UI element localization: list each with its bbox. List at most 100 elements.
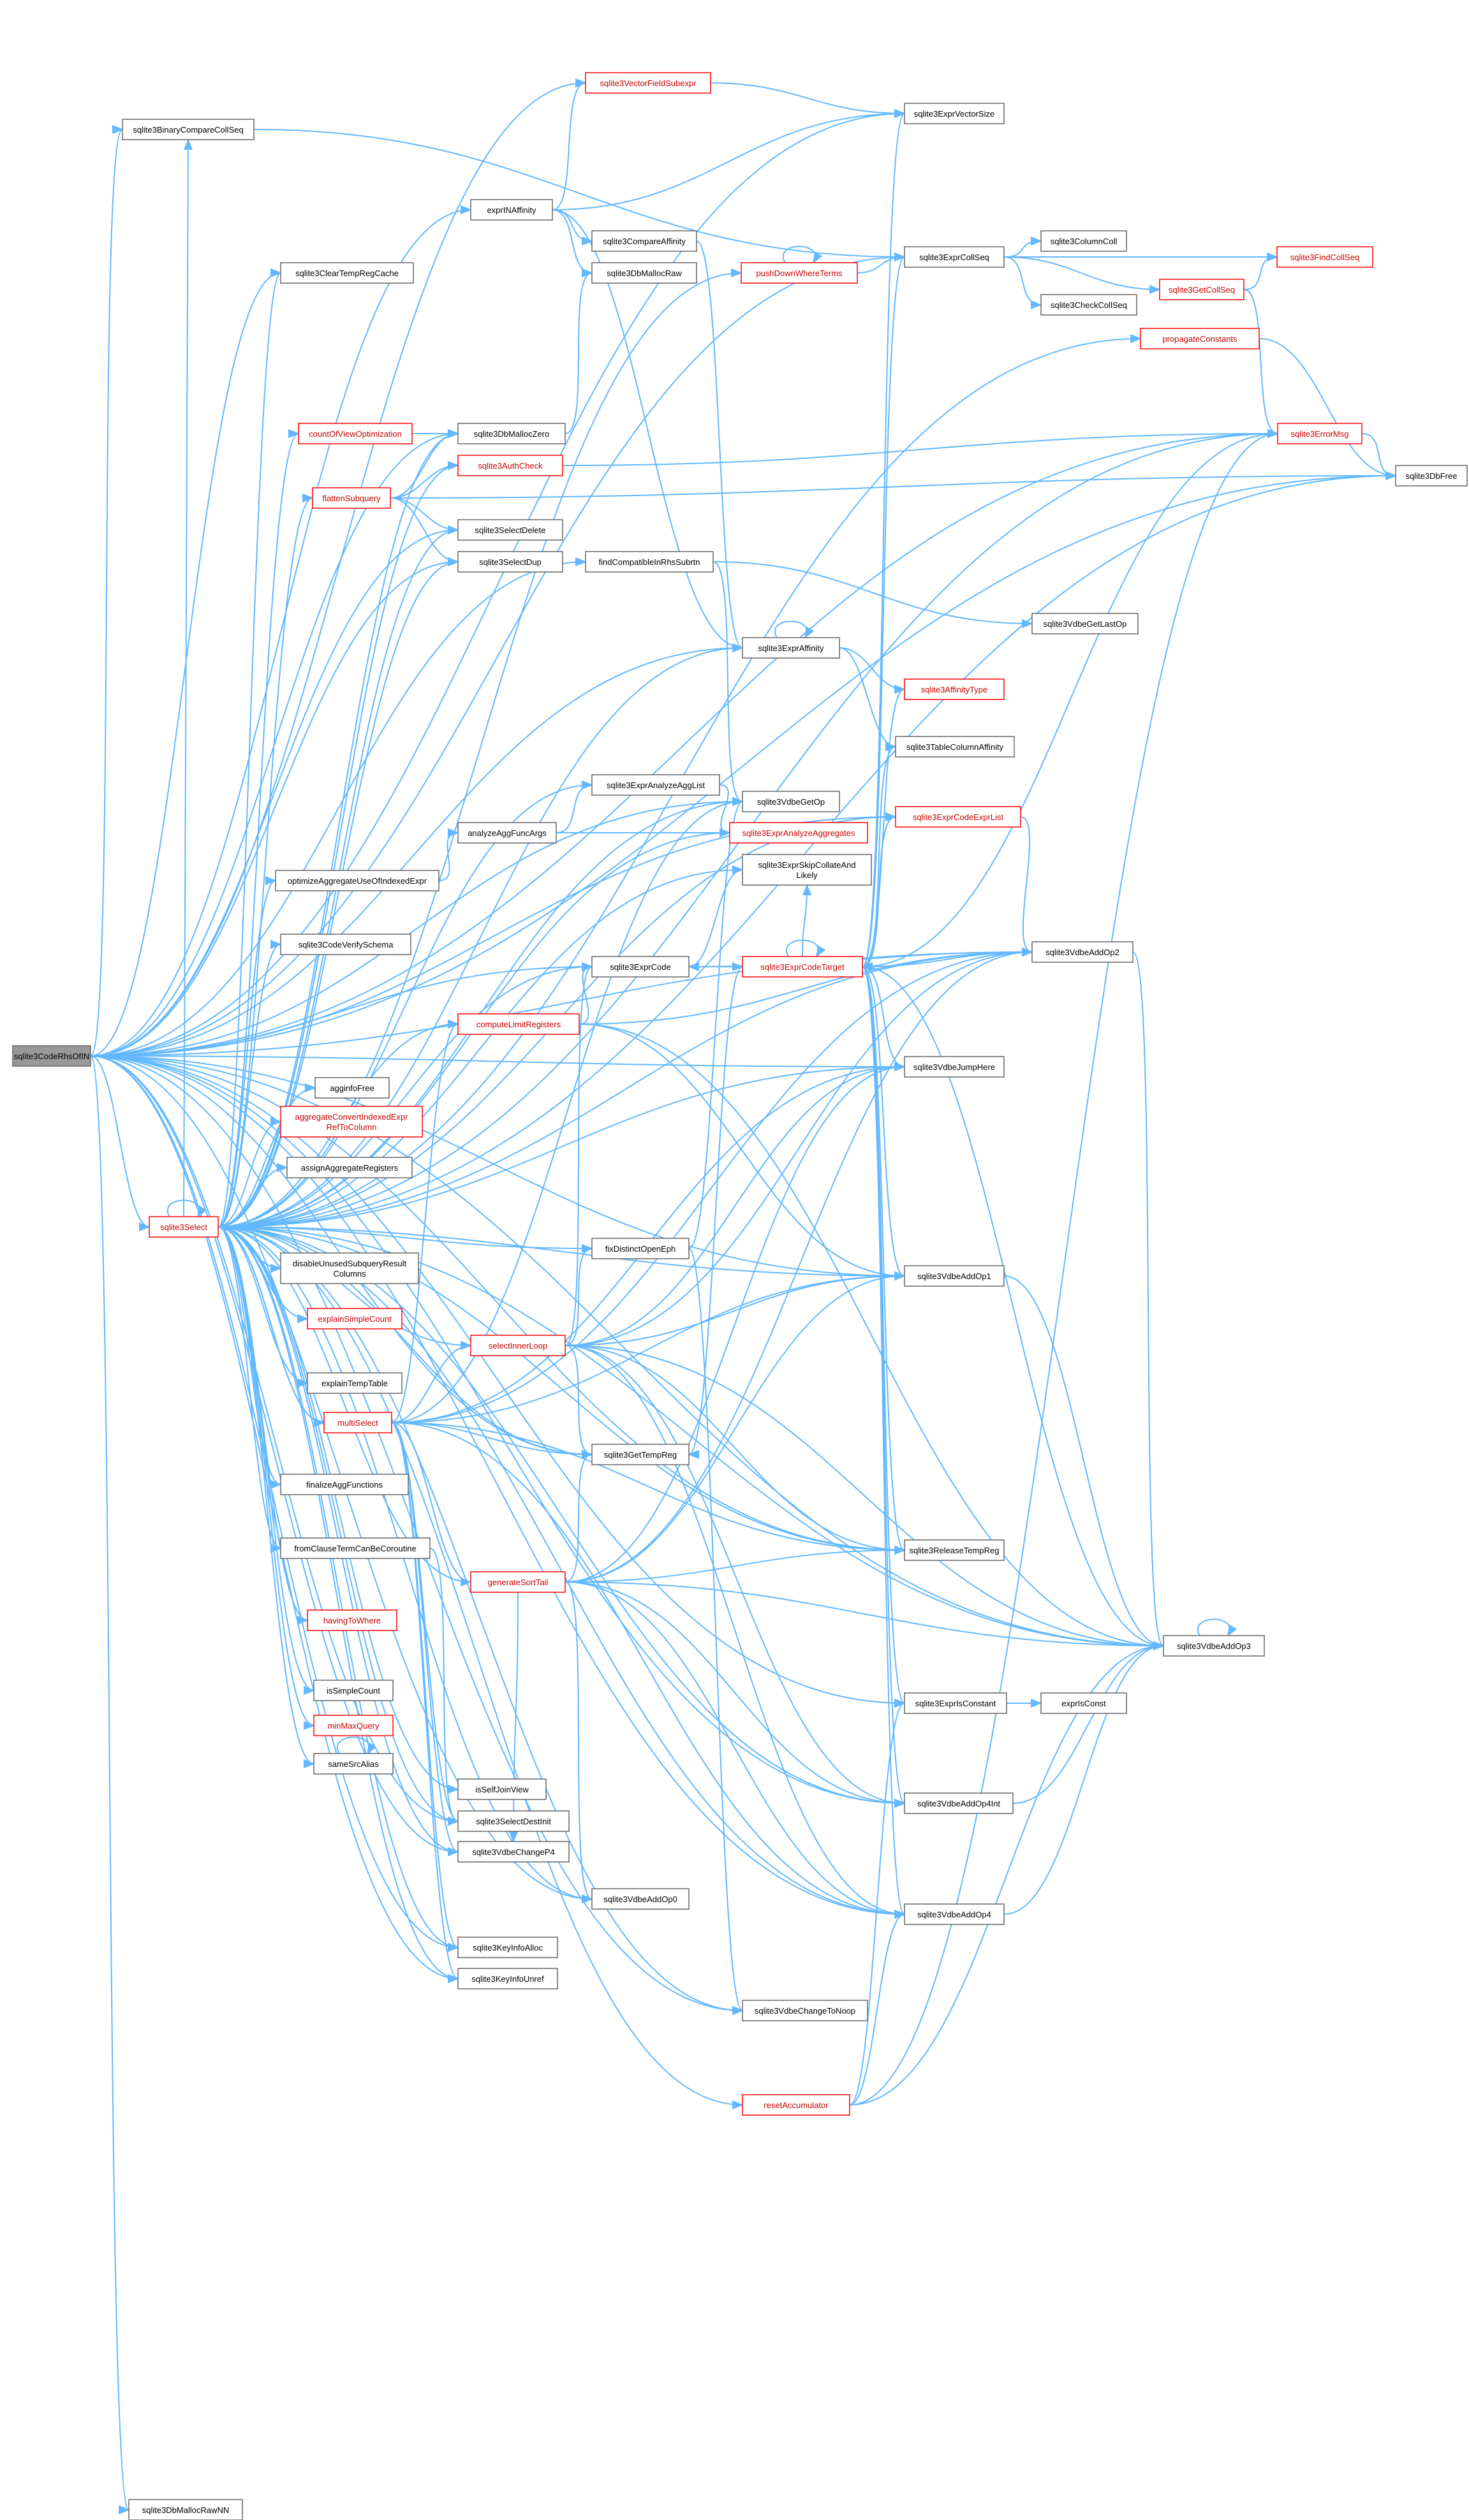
call-edge-exprINAff-ExprAff <box>552 209 744 653</box>
node-RelTempReg[interactable]: sqlite3ReleaseTempReg <box>904 1539 1005 1561</box>
node-exprINAff[interactable]: exprINAffinity <box>470 199 553 221</box>
node-MinMax[interactable]: minMaxQuery <box>313 1715 394 1736</box>
node-ChangeP4[interactable]: sqlite3VdbeChangeP4 <box>457 1841 570 1863</box>
node-ExprIsConst[interactable]: exprIsConst <box>1040 1692 1127 1714</box>
function-nodes: sqlite3CodeRhsOfIN sqlite3BinaryCompareCo… <box>12 72 1468 2520</box>
node-Flatten[interactable]: flattenSubquery <box>312 487 391 509</box>
node-label: analyzeAggFuncArgs <box>468 828 547 838</box>
call-edge-SelInner-AddOp3 <box>565 1345 1165 1651</box>
node-root[interactable]: sqlite3CodeRhsOfIN <box>12 1045 91 1067</box>
node-KeyUnref[interactable]: sqlite3KeyInfoUnref <box>457 1968 558 1989</box>
node-CheckColl[interactable]: sqlite3CheckCollSeq <box>1040 294 1137 316</box>
node-Select[interactable]: sqlite3Select <box>149 1216 219 1238</box>
node-AddOp3[interactable]: sqlite3VdbeAddOp3 <box>1163 1635 1265 1657</box>
node-GetColl[interactable]: sqlite3GetCollSeq <box>1159 279 1244 300</box>
node-AffType[interactable]: sqlite3AffinityType <box>904 678 1005 700</box>
call-edge-GenSort-AddOp2 <box>565 947 1033 1583</box>
node-SelDestInit[interactable]: sqlite3SelectDestInit <box>457 1810 570 1832</box>
call-edge-BinCmp-ExprCollSeq <box>253 129 906 262</box>
node-MallocRawNN[interactable]: sqlite3DbMallocRawNN <box>128 2499 243 2520</box>
node-FromClause[interactable]: fromClauseTermCanBeCoroutine <box>280 1537 431 1559</box>
call-edge-Select-BinCmp <box>183 138 193 1217</box>
node-VecField[interactable]: sqlite3VectorFieldSubexpr <box>585 72 711 94</box>
node-AuthCheck[interactable]: sqlite3AuthCheck <box>457 455 563 476</box>
node-AddOp1[interactable]: sqlite3VdbeAddOp1 <box>904 1265 1005 1287</box>
node-ResetAcc[interactable]: resetAccumulator <box>742 2094 850 2116</box>
node-MallocRaw[interactable]: sqlite3DbMallocRaw <box>591 262 697 284</box>
node-label: sqlite3CheckCollSeq <box>1051 300 1127 310</box>
node-MallocZero[interactable]: sqlite3DbMallocZero <box>457 423 566 444</box>
node-AssignAgg[interactable]: assignAggregateRegisters <box>286 1157 413 1178</box>
node-ExplainSimple[interactable]: explainSimpleCount <box>307 1308 402 1330</box>
call-edge-LimitRegs-AddOp3 <box>579 1023 1165 1651</box>
node-ExprCollSeq[interactable]: sqlite3ExprCollSeq <box>904 246 1005 268</box>
node-CodeTarget[interactable]: sqlite3ExprCodeTarget <box>742 956 863 978</box>
node-VecSize[interactable]: sqlite3ExprVectorSize <box>904 103 1005 124</box>
node-SelInner[interactable]: selectInnerLoop <box>470 1335 566 1356</box>
node-FinalizeAgg[interactable]: finalizeAggFunctions <box>280 1474 409 1495</box>
node-AnAggFunc[interactable]: analyzeAggFuncArgs <box>457 822 557 844</box>
node-box <box>591 262 697 284</box>
node-CodeExprList[interactable]: sqlite3ExprCodeExprList <box>895 806 1021 828</box>
call-edge-root-ExprCollSeq <box>90 252 906 1057</box>
node-AnAggList[interactable]: sqlite3ExprAnalyzeAggList <box>591 774 720 796</box>
node-AddOp0[interactable]: sqlite3VdbeAddOp0 <box>591 1888 690 1910</box>
node-IsSelfJoin[interactable]: isSelfJoinView <box>457 1778 547 1800</box>
call-edge-ExprCollSeq-ColDef <box>1003 236 1042 258</box>
node-PushDown[interactable]: pushDownWhereTerms <box>741 262 858 284</box>
node-FixDistinct[interactable]: fixDistinctOpenEph <box>591 1238 690 1259</box>
node-AddOp4[interactable]: sqlite3VdbeAddOp4 <box>904 1903 1005 1925</box>
node-JumpHere[interactable]: sqlite3VdbeJumpHere <box>904 1056 1005 1078</box>
node-GetTempReg[interactable]: sqlite3GetTempReg <box>591 1444 690 1465</box>
call-edge-Select-MultiSel <box>218 1226 325 1428</box>
node-ErrMsg[interactable]: sqlite3ErrorMsg <box>1277 423 1362 444</box>
node-SelDelete[interactable]: sqlite3SelectDelete <box>457 519 563 541</box>
node-ExprAff[interactable]: sqlite3ExprAffinity <box>742 637 840 659</box>
node-AnAggs[interactable]: sqlite3ExprAnalyzeAggregates <box>729 822 868 844</box>
node-BinCmp[interactable]: sqlite3BinaryCompareCollSeq <box>122 119 255 140</box>
node-VerifySch[interactable]: sqlite3CodeVerifySchema <box>280 934 411 955</box>
node-label: sqlite3VdbeAddOp4Int <box>917 1799 1000 1808</box>
node-IsSimple[interactable]: isSimpleCount <box>313 1680 394 1701</box>
call-edge-Select-MallocZero <box>218 429 459 1227</box>
node-ExprCode[interactable]: sqlite3ExprCode <box>591 956 690 978</box>
node-FindCompat[interactable]: findCompatibleInRhsSubrtn <box>585 551 714 573</box>
node-PropConst[interactable]: propagateConstants <box>1140 328 1260 349</box>
node-HavingWhere[interactable]: havingToWhere <box>307 1609 397 1631</box>
node-GetLastOp[interactable]: sqlite3VdbeGetLastOp <box>1031 613 1139 634</box>
call-edge-root-SelDup <box>90 557 459 1057</box>
call-edge-Select-OptAgg <box>218 876 277 1227</box>
node-LimitRegs[interactable]: computeLimitRegisters <box>457 1013 580 1035</box>
node-UFree[interactable]: sqlite3DbFree <box>1395 465 1468 487</box>
node-ClearTemp[interactable]: sqlite3ClearTempRegCache <box>280 262 414 284</box>
node-label: Likely <box>796 870 818 880</box>
node-ColDef[interactable]: sqlite3ColumnColl <box>1040 230 1127 252</box>
node-TabColAff[interactable]: sqlite3TableColumnAffinity <box>895 736 1015 758</box>
node-AggInfoFree[interactable]: agginfoFree <box>314 1077 390 1099</box>
node-box <box>1163 1635 1265 1657</box>
node-AddOp2[interactable]: sqlite3VdbeAddOp2 <box>1031 941 1133 963</box>
node-label: sqlite3DbMallocRaw <box>607 268 682 278</box>
node-SameSrc[interactable]: sameSrcAlias <box>313 1753 394 1775</box>
node-IsConst[interactable]: sqlite3ExprIsConstant <box>904 1692 1007 1714</box>
node-ChangeNoop[interactable]: sqlite3VdbeChangeToNoop <box>742 2000 868 2021</box>
node-FindColl[interactable]: sqlite3FindCollSeq <box>1276 246 1373 268</box>
call-edge-Select-AddOp1 <box>218 1226 906 1281</box>
call-edge-MultiSel-KeyUnref <box>391 1422 459 1983</box>
call-edge-MallocZero-MallocRaw <box>565 268 593 434</box>
node-CmpAff[interactable]: sqlite3CompareAffinity <box>591 230 697 252</box>
node-AddOp4Int[interactable]: sqlite3VdbeAddOp4Int <box>904 1792 1014 1814</box>
node-OptAgg[interactable]: optimizeAggregateUseOfIndexedExpr <box>275 870 439 891</box>
node-ExplainTemp[interactable]: explainTempTable <box>307 1372 402 1394</box>
node-CountOfView[interactable]: countOfViewOptimization <box>298 423 413 444</box>
node-GetOp[interactable]: sqlite3VdbeGetOp <box>742 791 840 812</box>
call-edges <box>90 78 1397 2514</box>
node-GenSort[interactable]: generateSortTail <box>470 1571 566 1593</box>
node-SelDup[interactable]: sqlite3SelectDup <box>457 551 563 573</box>
node-label: Columns <box>333 1269 366 1278</box>
node-MultiSel[interactable]: multiSelect <box>323 1412 392 1433</box>
node-KeyAlloc[interactable]: sqlite3KeyInfoAlloc <box>457 1937 558 1958</box>
